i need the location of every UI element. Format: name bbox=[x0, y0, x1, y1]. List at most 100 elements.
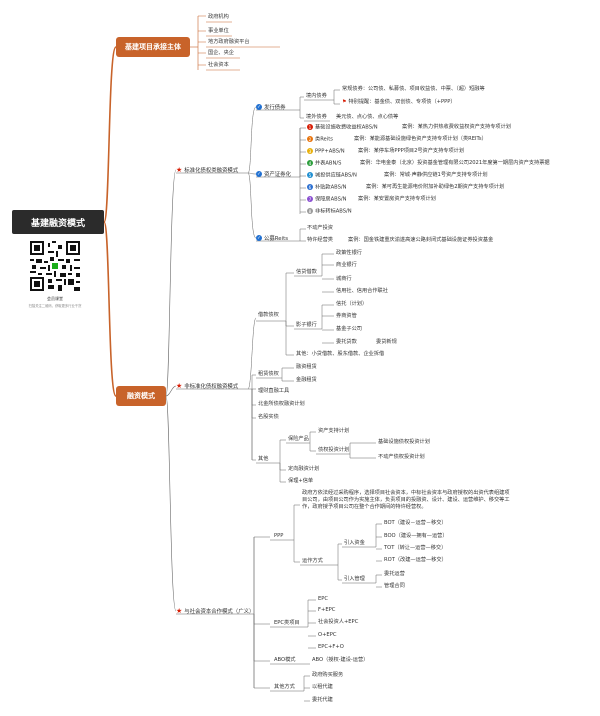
node-tool: 北金所债权融资计划 bbox=[258, 401, 305, 407]
shadow-extra: 委贷新规 bbox=[376, 339, 397, 345]
capital-item: BOT（建设－运营－移交） bbox=[384, 520, 447, 526]
other-extra: 保理+信单 bbox=[288, 478, 314, 484]
branch-financing: 融资模式 bbox=[116, 386, 166, 406]
other-extra: 定向融资计划 bbox=[288, 466, 320, 472]
number-badge: 5 bbox=[307, 172, 313, 178]
node-bond: ✓ 发行债券 bbox=[256, 103, 286, 111]
credit-item: 信用社、信用合作联社 bbox=[336, 288, 388, 294]
other-method-item: 委托代建 bbox=[312, 697, 333, 703]
regular-bond: 常规债券：公司债、私募债、项目收益债、中票、（超）短融等 bbox=[342, 86, 485, 92]
section-nonstandardized: ★ 非标准化债权融资模式 bbox=[176, 382, 238, 390]
section-label: 非标准化债权融资模式 bbox=[184, 384, 239, 390]
credit-item: 政策性银行 bbox=[336, 250, 362, 256]
node-tool: 名股实债 bbox=[258, 414, 279, 420]
node-label: 公募Reits bbox=[264, 236, 289, 242]
node-management: 引入管理 bbox=[344, 576, 365, 582]
node-other-methods: 其他方式 bbox=[274, 684, 295, 690]
node-capital: 引入资金 bbox=[344, 540, 365, 546]
qr-code bbox=[30, 241, 80, 291]
qr-subtitle: 扫描关注二维码，获取更多行业干货 bbox=[28, 304, 82, 308]
special-bond-label: 特别提醒：基金债、双创债、专项债（+PPP） bbox=[348, 99, 456, 105]
node-overseas-bond: 境外债券 bbox=[306, 114, 327, 120]
abs-case: 案例：某热力供热收费收益权资产支持专项计划 bbox=[402, 124, 511, 130]
loan-other: 其他：小贷借款、股东借款、企业拆借 bbox=[296, 351, 385, 357]
number-badge: 7 bbox=[307, 196, 313, 202]
node-other: 其他 bbox=[258, 456, 269, 462]
node-lease: 租赁债权 bbox=[258, 371, 279, 377]
debt-item: 基础设施债权投资计划 bbox=[378, 439, 430, 445]
node-epc: EPC类项目 bbox=[274, 620, 300, 626]
node-abo: ABO模式 bbox=[274, 657, 296, 663]
capital-item: TOT（转让—运营—移交） bbox=[384, 545, 447, 551]
check-icon: ✓ bbox=[256, 171, 262, 177]
abs-case: 案例：某安置房资产支持专项计划 bbox=[358, 196, 436, 202]
abs-label: 基础设施收费收益权ABS/N bbox=[315, 124, 378, 131]
number-badge: 8 bbox=[307, 208, 313, 214]
node-tool: 理财直融工具 bbox=[258, 388, 290, 394]
node-credit: 信贷借款 bbox=[296, 269, 317, 275]
abs-label: 并表ABN/S bbox=[315, 160, 342, 167]
node-abs: ✓ 资产证券化 bbox=[256, 170, 291, 178]
node-reits: ✓ 公募Reits bbox=[256, 234, 288, 242]
contractor-item: 事业单位 bbox=[208, 28, 229, 34]
shadow-item: 基金子公司 bbox=[336, 326, 362, 332]
number-badge: 4 bbox=[307, 160, 313, 166]
node-domestic-bond: 境内债券 bbox=[306, 93, 327, 99]
mgmt-item: 管理合同 bbox=[384, 583, 405, 589]
lease-item: 金融租赁 bbox=[296, 377, 317, 383]
number-badge: 2 bbox=[307, 136, 313, 142]
abs-label: PPP+ABS/N bbox=[315, 148, 345, 155]
node-insurance: 保险产品 bbox=[288, 436, 309, 442]
abs-case: 案例：某停车场PPP项目2号资产支持专项计划 bbox=[358, 148, 465, 154]
check-icon: ✓ bbox=[256, 235, 262, 241]
abs-label: 保障房ABS/N bbox=[315, 196, 347, 203]
capital-item: BOO（建设—拥有—运营） bbox=[384, 533, 448, 539]
contractor-item: 政府机构 bbox=[208, 14, 229, 20]
node-label: 发行债券 bbox=[264, 105, 286, 111]
node-operation-mode: 运作方式 bbox=[302, 558, 323, 564]
other-method-item: 以租代建 bbox=[312, 684, 333, 690]
special-bond: ⚑特别提醒：基金债、双创债、专项债（+PPP） bbox=[342, 99, 456, 106]
reits-item: 特许经营类 bbox=[307, 237, 333, 243]
other-method-item: 政府购买服务 bbox=[312, 672, 344, 678]
capital-item: ROT（改建—运营—移交） bbox=[384, 557, 447, 563]
epc-item: F+EPC bbox=[318, 607, 336, 613]
section-label: 与社会资本合作模式（广义） bbox=[184, 609, 255, 615]
reits-item: 不动产投资 bbox=[307, 225, 333, 231]
shadow-item: 委托贷款 bbox=[336, 339, 357, 345]
abs-label: 补贴款ABS/N bbox=[315, 184, 347, 191]
lease-item: 融资租赁 bbox=[296, 364, 317, 370]
ppp-description: 政府方依法经过采购程序，选择项目社会资本，中标社会资本与政府授权的出资代表组建项… bbox=[302, 490, 510, 510]
node-shadow-bank: 影子银行 bbox=[296, 322, 317, 328]
root-node: 基建融资模式 bbox=[12, 210, 104, 234]
node-label: 资产证券化 bbox=[264, 172, 291, 178]
section-label: 标准化债权类融资模式 bbox=[184, 168, 239, 174]
insurance-item: 债权投资计划 bbox=[318, 447, 350, 453]
insurance-item: 资产支持计划 bbox=[318, 428, 350, 434]
star-icon: ★ bbox=[176, 606, 183, 615]
number-badge: 6 bbox=[307, 184, 313, 190]
abo-detail: ABO（授权-建设-运营） bbox=[312, 657, 369, 663]
qr-label: 会员课堂 bbox=[47, 296, 63, 301]
credit-item: 商业银行 bbox=[336, 262, 357, 268]
number-badge: 1 bbox=[307, 124, 313, 130]
abs-case: 案例：华电金泰（北京）投资基金管理有限公司2021年度第一期层内资产支持票据 bbox=[360, 160, 550, 166]
reits-case: 案例：国金铁建重庆渝遂高速公路封闭式基础设施证券投资基金 bbox=[348, 237, 494, 243]
star-icon: ★ bbox=[176, 381, 183, 390]
abs-case: 案例：某能源基础设施绿色资产支持专项计划（类REITs） bbox=[354, 136, 487, 142]
check-icon: ✓ bbox=[256, 104, 262, 110]
branch-contractors: 基建项目承接主体 bbox=[116, 37, 190, 57]
abs-case: 案例：常城·声静供应链1号资产支持专项计划 bbox=[384, 172, 488, 178]
epc-item: 社会投资人+EPC bbox=[318, 619, 359, 625]
shadow-item: 信托（计划） bbox=[336, 301, 368, 307]
star-icon: ★ bbox=[176, 165, 183, 174]
contractor-item: 地方政府融资平台 bbox=[208, 39, 250, 45]
debt-item: 不动产债权投资计划 bbox=[378, 454, 425, 460]
